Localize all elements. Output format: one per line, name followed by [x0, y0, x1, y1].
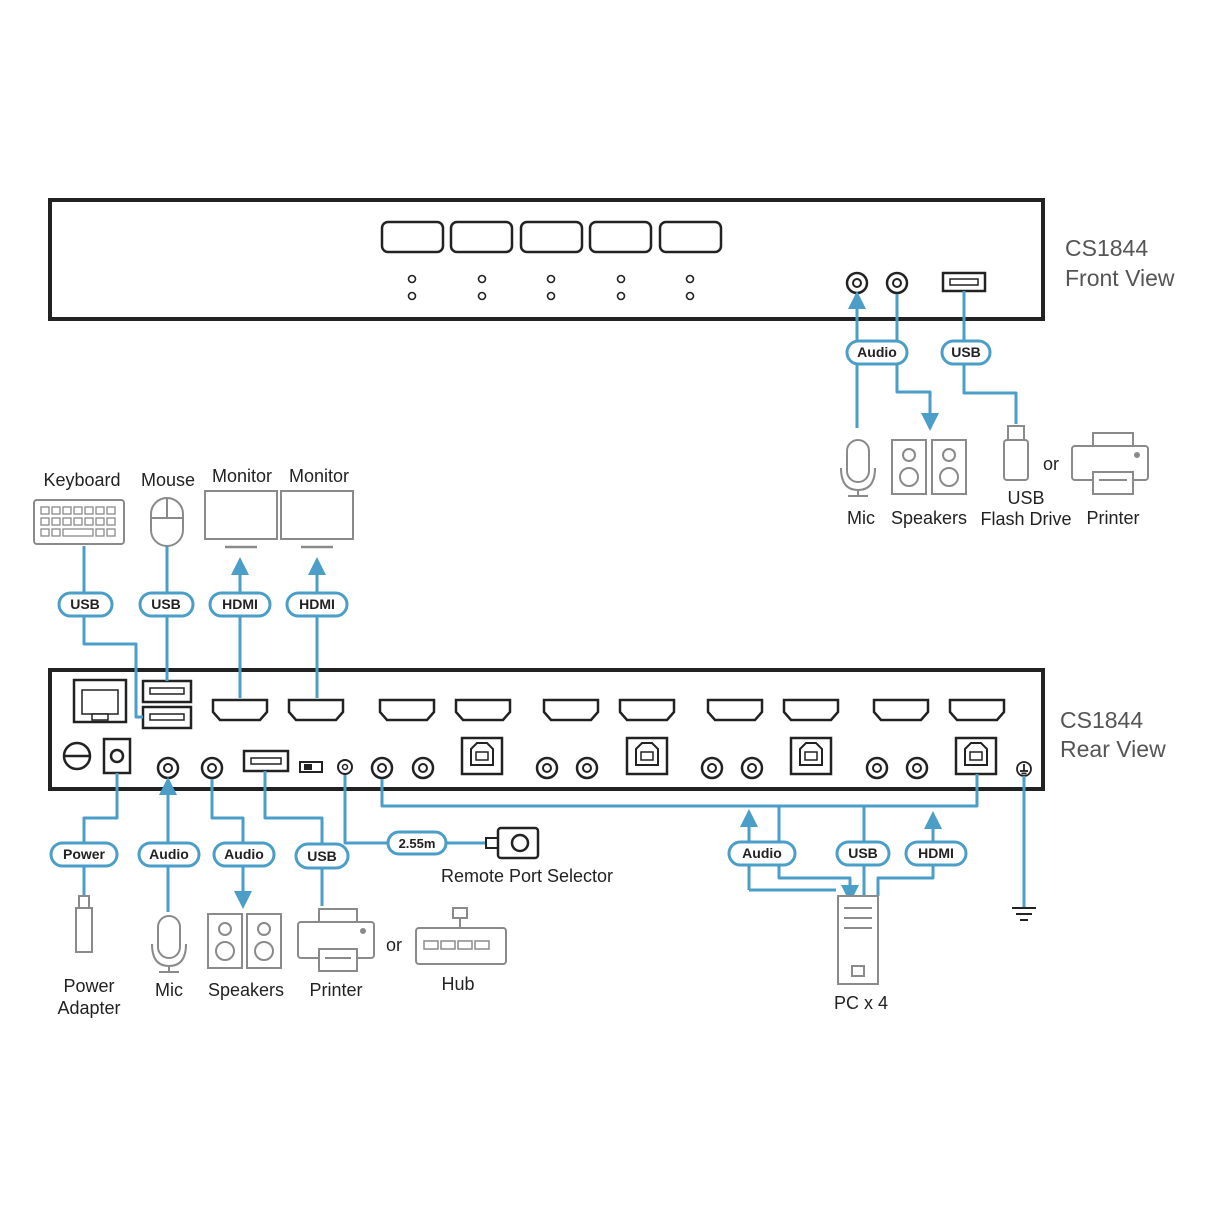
svg-text:USB: USB	[70, 596, 100, 612]
front-title-model: CS1844	[1065, 235, 1148, 261]
svg-text:USB: USB	[151, 596, 181, 612]
rear-title-model: CS1844	[1060, 707, 1143, 733]
front-title-view: Front View	[1065, 265, 1175, 291]
rear-speaker-cable	[210, 779, 252, 909]
monitor1-label: Monitor	[212, 466, 272, 486]
rear-console-audio-jacks	[156, 756, 224, 780]
svg-text:Power: Power	[63, 846, 106, 862]
svg-text:USB: USB	[951, 344, 981, 360]
kvm-port-usb-b	[460, 736, 998, 776]
mouse-usb-pill: USB	[138, 591, 195, 618]
rear-mic-audio-pill: Audio	[137, 841, 201, 868]
mouse-label: Mouse	[141, 470, 195, 490]
svg-text:2.55m: 2.55m	[399, 836, 436, 851]
front-usb-pill: USB	[940, 339, 992, 366]
monitor1-hdmi-pill: HDMI	[208, 591, 272, 618]
front-audio-pill: Audio	[845, 339, 909, 366]
monitor-icon	[204, 490, 354, 549]
remote-length-pill: 2.55m	[386, 830, 448, 856]
front-mic-label: Mic	[847, 508, 875, 528]
rear-mic-label: Mic	[155, 980, 183, 1000]
svg-text:Audio: Audio	[224, 846, 264, 862]
rear-lower-cables	[82, 771, 1026, 912]
svg-text:Audio: Audio	[857, 344, 897, 360]
speakers-icon	[207, 913, 282, 969]
keyboard-label: Keyboard	[43, 470, 120, 490]
usb-flash-label-1: USB	[1007, 488, 1044, 508]
speakers-icon	[891, 439, 967, 495]
rear-speakers-label: Speakers	[208, 980, 284, 1000]
remote-port-selector-icon	[485, 826, 540, 860]
ground-terminal	[1016, 761, 1032, 777]
pc-tower-icon	[837, 895, 879, 985]
power-adapter-label-1: Power	[63, 976, 114, 996]
svg-text:HDMI: HDMI	[299, 596, 335, 612]
svg-text:HDMI: HDMI	[222, 596, 258, 612]
port-leds	[407, 274, 695, 301]
svg-text:Audio: Audio	[742, 845, 782, 861]
rear-speaker-audio-pill: Audio	[212, 841, 276, 868]
remote-port	[337, 759, 353, 775]
pc-label: PC x 4	[834, 993, 888, 1013]
pc-audio-pill: Audio	[727, 840, 797, 867]
mouse-icon	[150, 497, 184, 547]
front-panel	[48, 198, 1045, 321]
rear-usb-cable	[263, 771, 324, 906]
dc-power-jack	[102, 737, 132, 775]
power-adapter-label-2: Adapter	[57, 998, 120, 1018]
rear-or-label: or	[386, 935, 402, 955]
mic-icon	[151, 915, 187, 973]
keyboard-icon	[33, 499, 125, 545]
usb-flash-drive-icon	[1003, 425, 1029, 481]
svg-text:USB: USB	[307, 848, 337, 864]
power-cable	[82, 773, 119, 896]
pc-hdmi-pill: HDMI	[904, 840, 968, 867]
console-usb-ports	[141, 679, 193, 730]
power-pill: Power	[49, 841, 119, 868]
power-adapter-icon	[75, 895, 93, 953]
kvm-bus-cable	[380, 774, 979, 808]
hdmi-ports	[211, 698, 1006, 722]
svg-text:HDMI: HDMI	[918, 845, 954, 861]
monitor2-hdmi-pill: HDMI	[285, 591, 349, 618]
hub-label: Hub	[441, 974, 474, 994]
network-port	[72, 678, 128, 724]
front-usb-port	[941, 271, 987, 293]
front-printer-label: Printer	[1086, 508, 1139, 528]
rear-usb-port	[242, 749, 290, 773]
kvm-port-audio-jacks	[370, 756, 929, 780]
printer-icon	[297, 908, 375, 972]
keyboard-usb-pill: USB	[57, 591, 114, 618]
rear-panel	[48, 668, 1045, 791]
ground-icon	[1012, 907, 1036, 921]
printer-icon	[1071, 432, 1149, 495]
firmware-switch	[299, 761, 323, 773]
front-or-label: or	[1043, 454, 1059, 474]
hub-icon	[415, 907, 507, 965]
rear-usb-pill: USB	[294, 842, 350, 870]
svg-text:USB: USB	[848, 845, 878, 861]
front-audio-jacks	[845, 271, 909, 295]
port-select-buttons	[380, 220, 723, 254]
svg-text:Audio: Audio	[149, 846, 189, 862]
power-switch	[62, 741, 92, 771]
pc-usb-pill: USB	[835, 840, 891, 867]
rear-printer-label: Printer	[309, 980, 362, 1000]
usb-flash-label-2: Flash Drive	[980, 509, 1071, 529]
mic-icon	[840, 439, 876, 497]
remote-port-selector-label: Remote Port Selector	[441, 866, 613, 886]
rear-title-view: Rear View	[1060, 736, 1166, 762]
monitor2-label: Monitor	[289, 466, 349, 486]
front-speakers-label: Speakers	[891, 508, 967, 528]
